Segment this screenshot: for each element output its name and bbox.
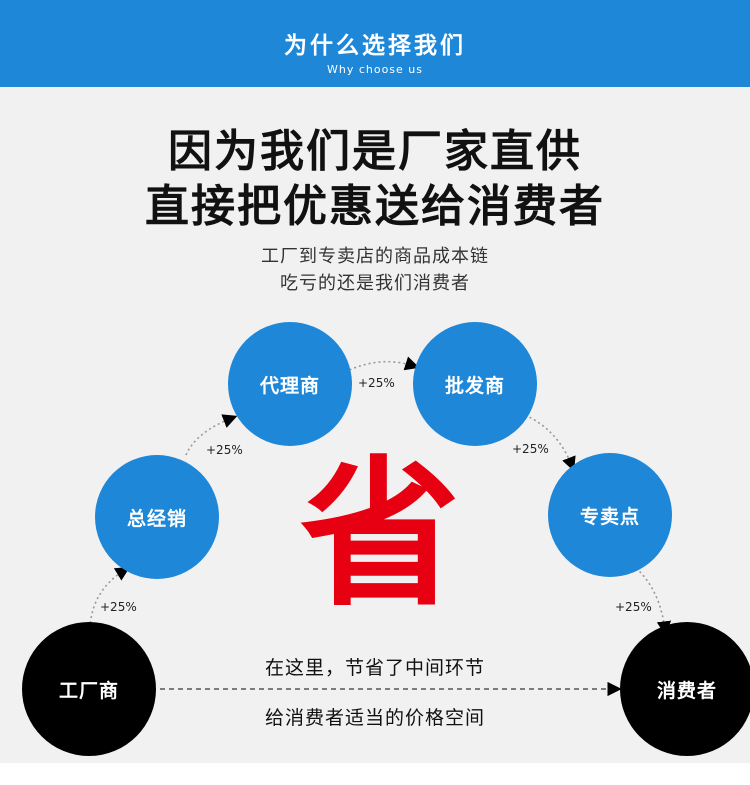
node-consumer-label: 消费者 <box>656 679 717 702</box>
markup-label-1: +25% <box>100 600 137 614</box>
node-distributor-label: 总经销 <box>126 507 187 530</box>
markup-label-3: +25% <box>358 376 395 390</box>
connector-store-consumer <box>635 567 672 636</box>
caption-line-2: 给消费者适当的价格空间 <box>264 707 485 729</box>
node-agent-label: 代理商 <box>259 374 320 397</box>
subline-line-2: 吃亏的还是我们消费者 <box>280 273 470 294</box>
connector-factory-distributor <box>89 567 130 629</box>
save-character: 省 <box>300 441 461 628</box>
subline-line-1: 工厂到专卖店的商品成本链 <box>261 246 489 267</box>
node-agent: 代理商 <box>228 322 352 446</box>
header-title: 为什么选择我们 <box>284 33 466 59</box>
node-consumer: 消费者 <box>620 622 750 756</box>
node-store: 专卖点 <box>548 453 672 577</box>
node-store-label: 专卖点 <box>579 505 640 528</box>
node-distributor: 总经销 <box>95 455 219 579</box>
headline-line-1: 因为我们是厂家直供 <box>168 126 582 177</box>
connector-agent-wholesaler <box>344 356 420 373</box>
node-factory-label: 工厂商 <box>58 679 119 702</box>
header-banner: 为什么选择我们 Why choose us <box>0 0 750 87</box>
headline-line-2: 直接把优惠送给消费者 <box>145 181 605 232</box>
connector-distributor-agent <box>185 414 238 456</box>
node-wholesaler-label: 批发商 <box>444 374 505 397</box>
markup-label-2: +25% <box>206 443 243 457</box>
connector-wholesaler-store <box>524 414 576 472</box>
header-subtitle: Why choose us <box>326 63 424 76</box>
markup-label-5: +25% <box>615 600 652 614</box>
node-wholesaler: 批发商 <box>413 322 537 446</box>
node-factory: 工厂商 <box>22 622 156 756</box>
caption-line-1: 在这里，节省了中间环节 <box>264 657 485 679</box>
markup-label-4: +25% <box>512 442 549 456</box>
bottom-strip <box>0 763 750 785</box>
